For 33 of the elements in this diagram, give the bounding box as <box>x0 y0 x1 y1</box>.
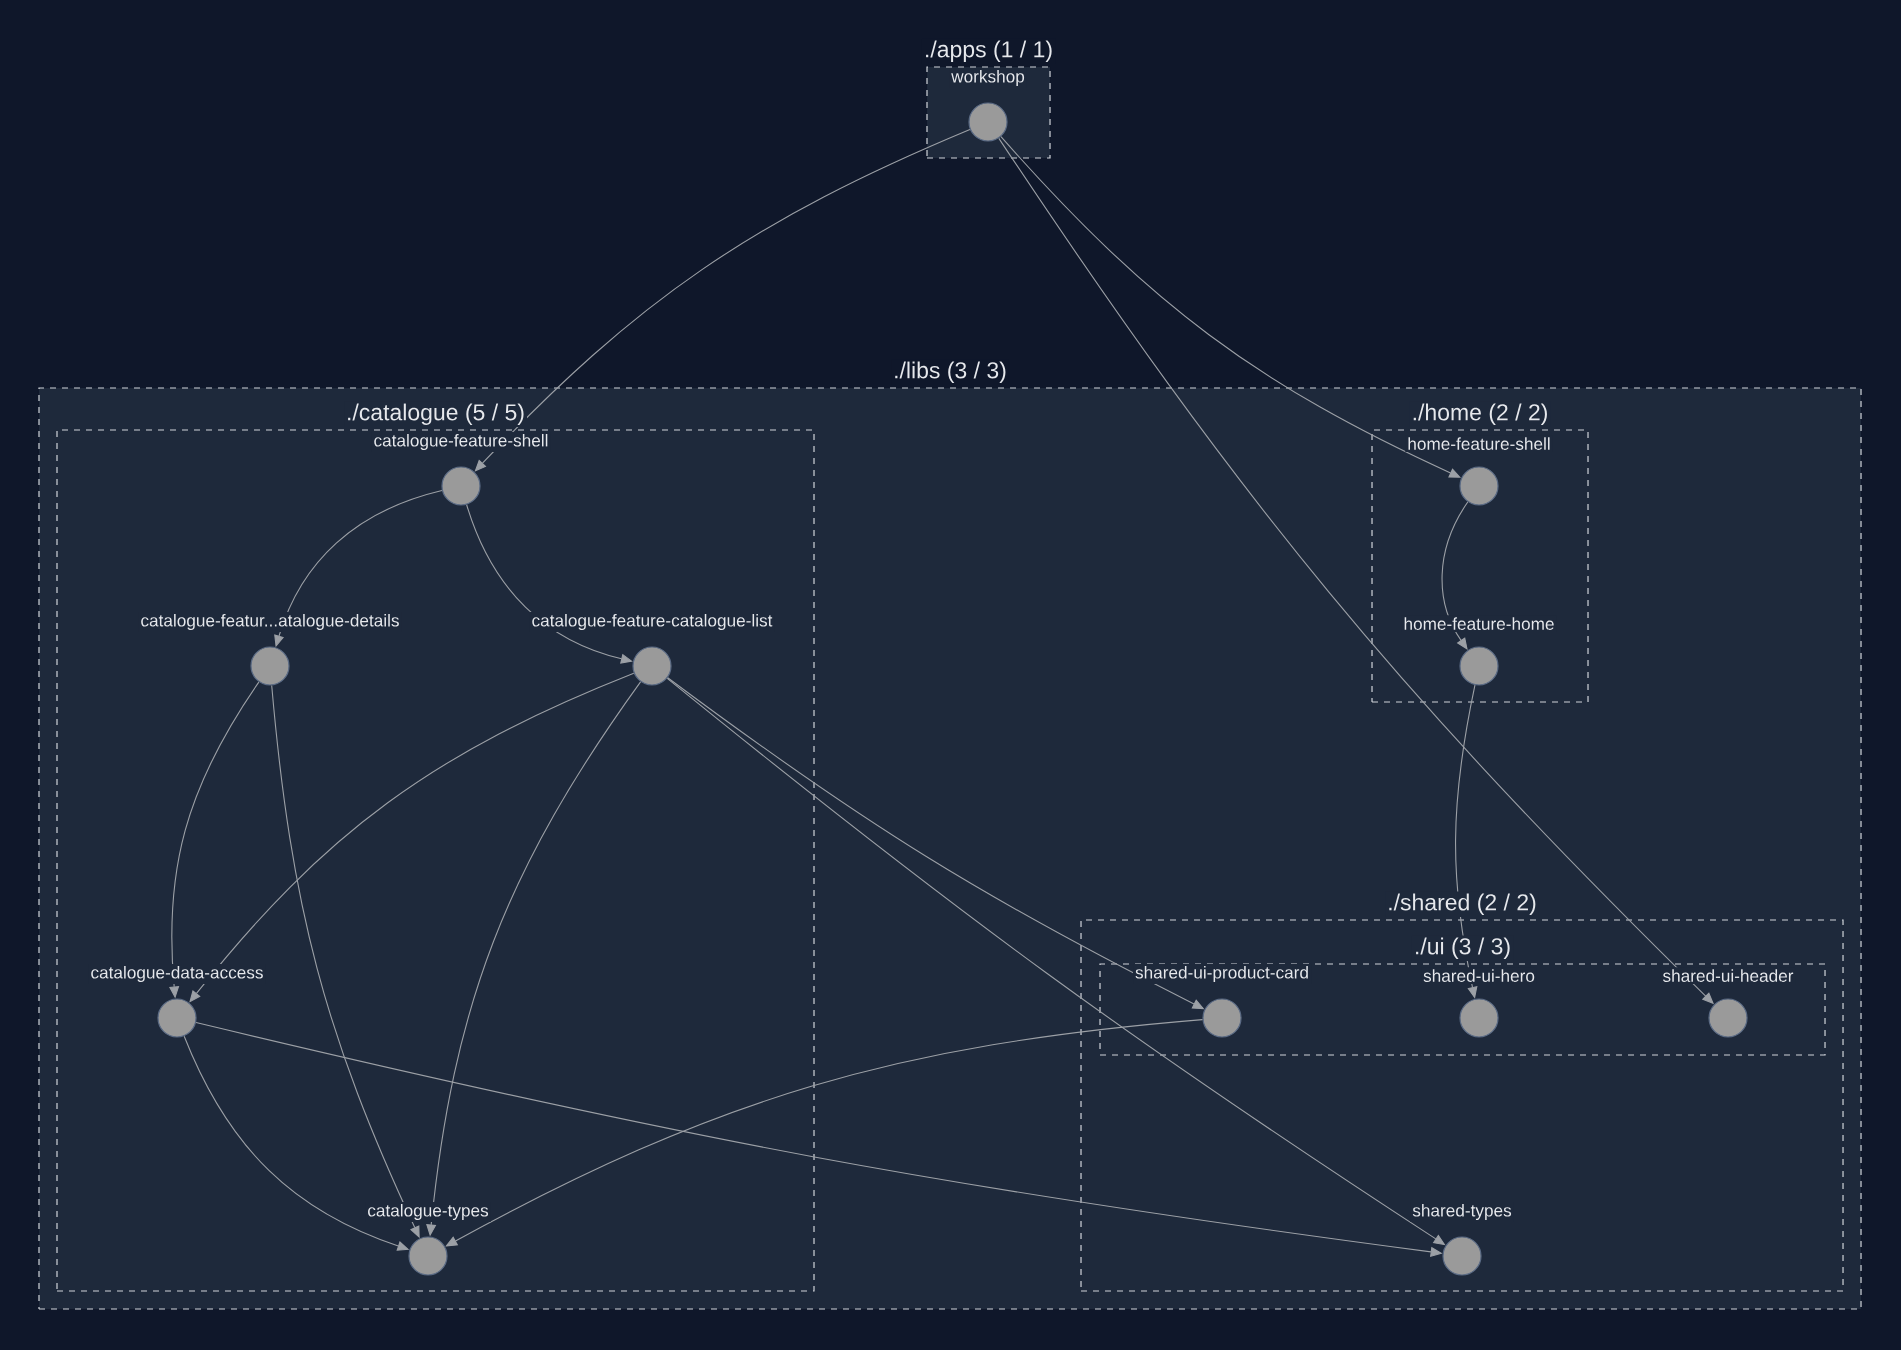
graph-node <box>408 1236 448 1276</box>
graph-node <box>1459 466 1499 506</box>
group-title: ./home (2 / 2) <box>1409 401 1551 427</box>
graph-node <box>1442 1236 1482 1276</box>
arrow <box>474 129 971 472</box>
group-box <box>56 429 815 1292</box>
arrow <box>445 1019 1204 1247</box>
node-label: home-feature-home <box>1401 615 1557 632</box>
node-label: shared-ui-header <box>1660 967 1796 984</box>
graph-node <box>250 646 290 686</box>
graph-node <box>1708 998 1748 1038</box>
node-label: catalogue-types <box>365 1201 491 1222</box>
graph-node <box>968 102 1008 142</box>
group-title: ./catalogue (5 / 5) <box>344 401 527 427</box>
graph-node <box>441 466 481 506</box>
group-title: ./apps (1 / 1) <box>921 38 1056 64</box>
graph-node <box>1459 998 1499 1038</box>
group-title: ./ui (3 / 3) <box>1411 935 1514 961</box>
graph-node <box>632 646 672 686</box>
node-label: shared-types <box>1410 1201 1514 1222</box>
graph-node <box>157 998 197 1038</box>
group-title: ./shared (2 / 2) <box>1385 891 1539 917</box>
node-label: catalogue-featur...atalogue-details <box>138 611 402 632</box>
node-label: shared-ui-product-card <box>1133 963 1311 984</box>
node-label: home-feature-shell <box>1405 435 1553 452</box>
graph-node <box>1459 646 1499 686</box>
group-title: ./libs (3 / 3) <box>891 359 1009 385</box>
arrow <box>189 672 635 1003</box>
node-label: shared-ui-hero <box>1421 967 1537 984</box>
graph-node <box>1202 998 1242 1038</box>
node-label: workshop <box>949 67 1027 88</box>
node-label: catalogue-data-access <box>88 963 266 984</box>
arrow <box>1441 501 1469 650</box>
